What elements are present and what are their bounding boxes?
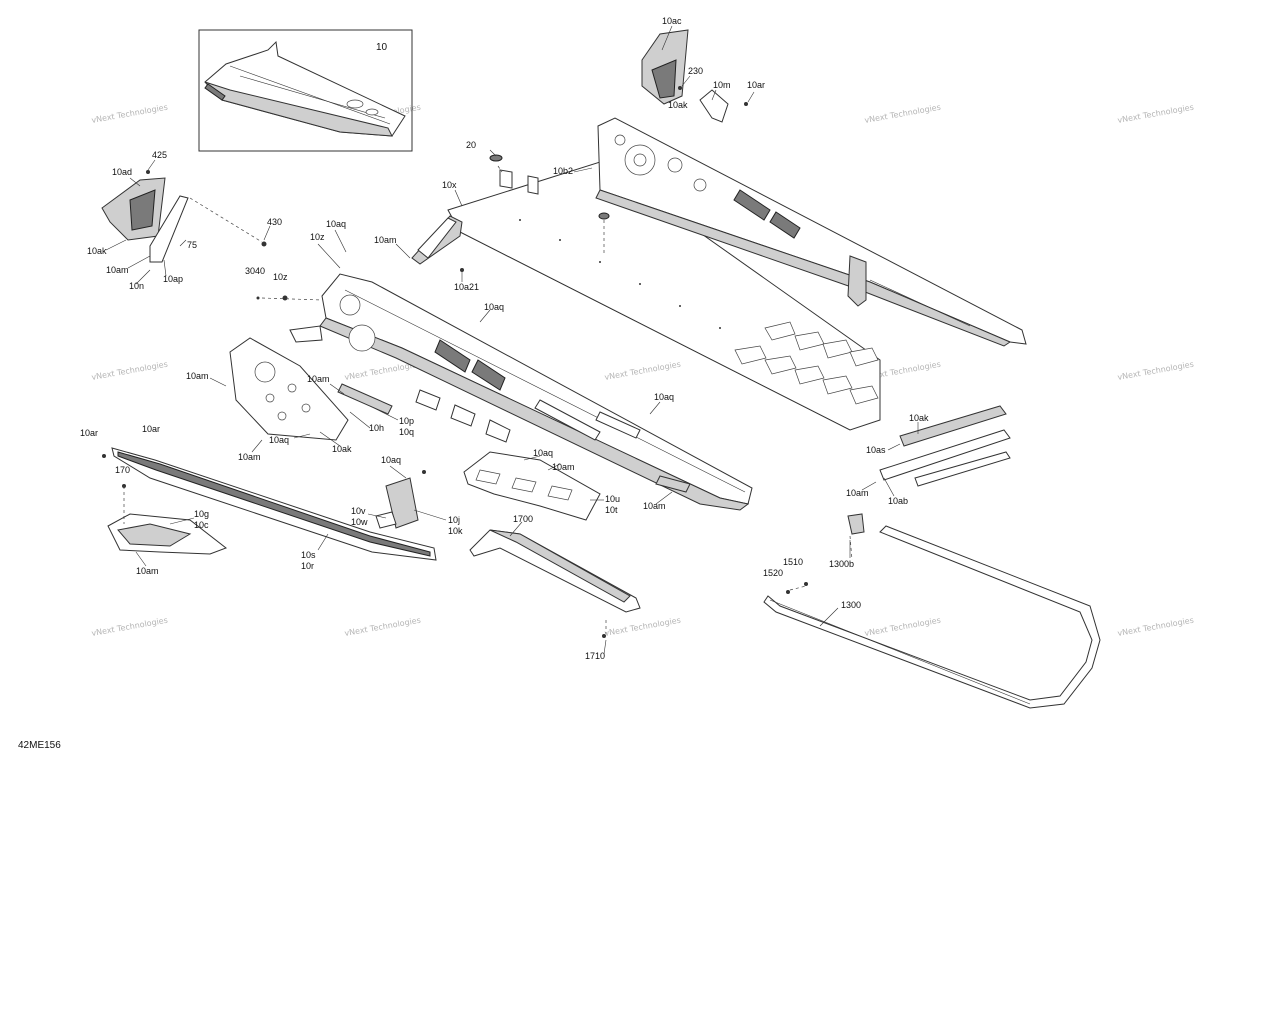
callout-10k: 10k (448, 526, 463, 536)
callout-labels: 10ac 230 10m 10ar 10ak 20 10b2 10x 425 1… (80, 16, 929, 661)
callout-10ar: 10ar (142, 424, 160, 434)
watermark: vNext Technologies (1117, 616, 1195, 638)
callout-10ad: 10ad (112, 167, 132, 177)
inset-label: 10 (376, 42, 388, 53)
callout-10am: 10am (186, 371, 209, 381)
callout-1700: 1700 (513, 514, 533, 524)
callout-10v: 10v (351, 506, 366, 516)
callout-10aq: 10aq (269, 435, 289, 445)
watermark: vNext Technologies (1117, 360, 1195, 382)
callout-10z: 10z (273, 272, 288, 282)
callout-10am: 10am (136, 566, 159, 576)
callout-10aq: 10aq (484, 302, 504, 312)
callout-10n: 10n (129, 281, 144, 291)
callout-10am: 10am (552, 462, 575, 472)
callout-10am: 10am (106, 265, 129, 275)
front-lower-bracket (107, 513, 228, 555)
callout-10u: 10u (605, 494, 620, 504)
callout-10t: 10t (605, 505, 618, 515)
watermark: vNext Technologies (91, 103, 169, 125)
callout-10x: 10x (442, 180, 457, 190)
callout-10j: 10j (448, 515, 460, 525)
callout-1510: 1510 (783, 557, 803, 567)
callout-10z: 10z (310, 232, 325, 242)
watermark: vNext Technologies (344, 616, 422, 638)
callout-10w: 10w (351, 517, 368, 527)
callout-10am: 10am (238, 452, 261, 462)
callout-1710: 1710 (585, 651, 605, 661)
watermark: vNext Technologies (604, 360, 682, 382)
callout-430: 430 (267, 217, 282, 227)
inset-assembly: 10 (198, 29, 413, 152)
callout-10ap: 10ap (163, 274, 183, 284)
watermark: vNext Technologies (91, 616, 169, 638)
callout-1520: 1520 (763, 568, 783, 578)
callout-10aq: 10aq (326, 219, 346, 229)
callout-10ak: 10ak (332, 444, 352, 454)
rear-right-brackets (879, 405, 1011, 487)
left-plate (229, 337, 393, 441)
callout-10c: 10c (194, 520, 209, 530)
callout-3040: 3040 (245, 266, 265, 276)
callout-10ar: 10ar (747, 80, 765, 90)
watermark: vNext Technologies (864, 616, 942, 638)
front-runner (111, 447, 437, 561)
callout-10ak: 10ak (668, 100, 688, 110)
callout-10ak: 10ak (909, 413, 929, 423)
watermark: vNext Technologies (91, 360, 169, 382)
callout-75: 75 (187, 240, 197, 250)
callout-10g: 10g (194, 509, 209, 519)
callout-170: 170 (115, 465, 130, 475)
rear-bumper (763, 513, 1101, 709)
callout-10ak: 10ak (87, 246, 107, 256)
callout-10s: 10s (301, 550, 316, 560)
callout-1300: 1300 (841, 600, 861, 610)
cross-brace (463, 451, 691, 521)
callout-10aq: 10aq (533, 448, 553, 458)
callout-10am: 10am (374, 235, 397, 245)
hardware (102, 86, 808, 638)
tunnel-right-rail (595, 117, 1027, 347)
callout-10ab: 10ab (888, 496, 908, 506)
cutout-row (734, 321, 879, 405)
callout-10a21: 10a21 (454, 282, 479, 292)
top-rear-bracket (641, 29, 729, 123)
arm-1700 (469, 529, 641, 613)
callout-10m: 10m (713, 80, 731, 90)
callout-10q: 10q (399, 427, 414, 437)
callout-10p: 10p (399, 416, 414, 426)
watermark: vNext Technologies (604, 616, 682, 638)
diagram-code: 42ME156 (18, 740, 61, 751)
callout-10r: 10r (301, 561, 314, 571)
assembly-lines (123, 165, 853, 634)
callout-10am: 10am (307, 374, 330, 384)
leader-lines (105, 25, 919, 655)
center-lower-bracket (375, 477, 419, 529)
callout-10h: 10h (369, 423, 384, 433)
watermark: vNext Technologies (864, 103, 942, 125)
tunnel-top-plate (411, 161, 881, 431)
callout-425: 425 (152, 150, 167, 160)
callout-10b2: 10b2 (553, 166, 573, 176)
callout-20: 20 (466, 140, 476, 150)
callout-10ar: 10ar (80, 428, 98, 438)
callout-10aq: 10aq (654, 392, 674, 402)
callout-10am: 10am (643, 501, 666, 511)
watermark: vNext Technologies (1117, 103, 1195, 125)
callout-230: 230 (688, 66, 703, 76)
callout-10ac: 10ac (662, 16, 682, 26)
callout-1300b: 1300b (829, 559, 854, 569)
callout-10am: 10am (846, 488, 869, 498)
front-left-bracket (101, 177, 189, 263)
callout-10aq: 10aq (381, 455, 401, 465)
tunnel-left-rail (289, 273, 753, 511)
callout-10as: 10as (866, 445, 886, 455)
